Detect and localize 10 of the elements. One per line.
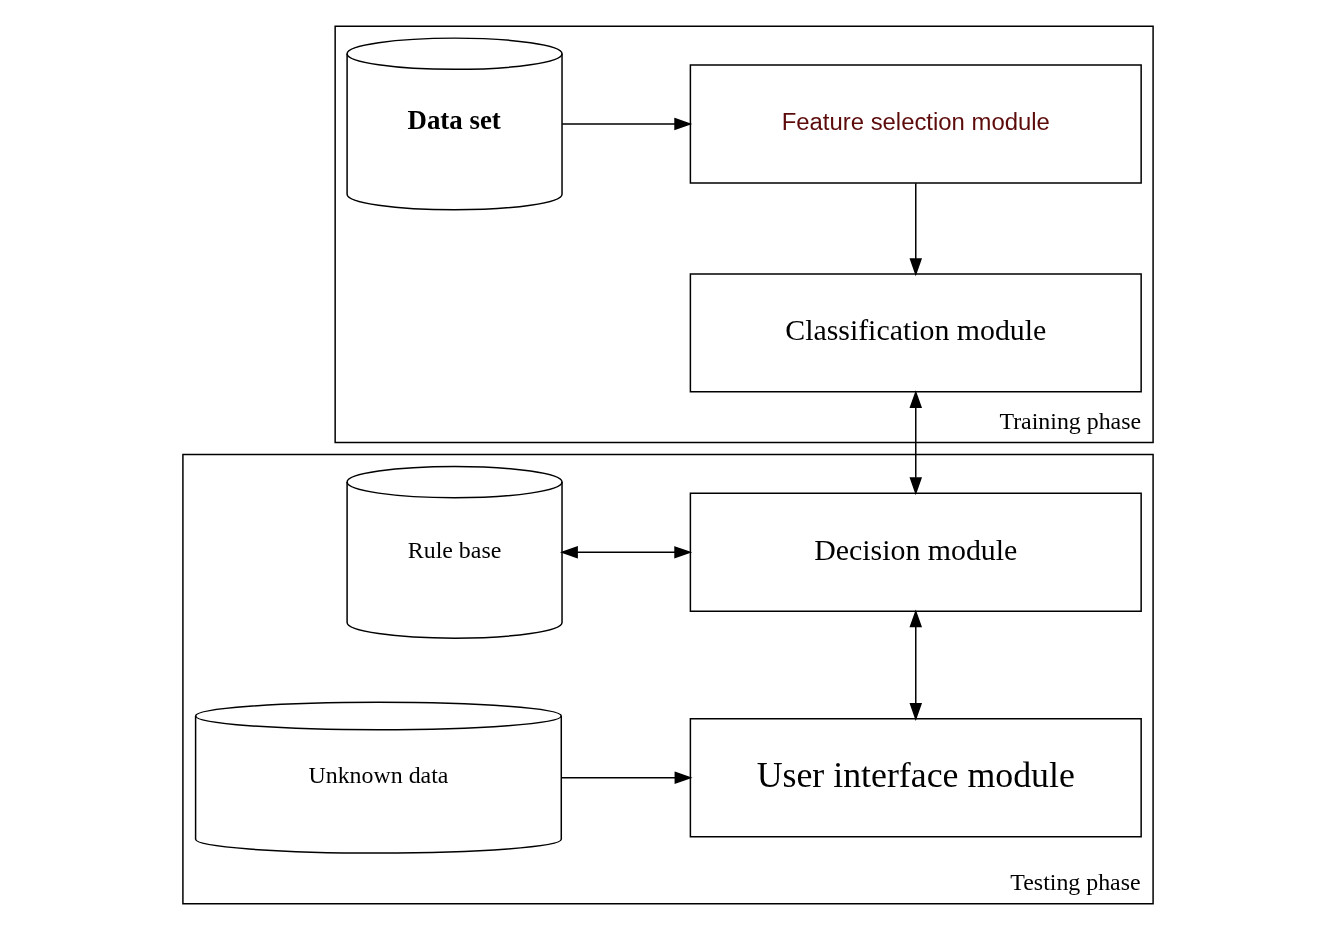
node-box: User interface module xyxy=(689,718,1142,838)
arrow xyxy=(909,390,922,496)
node-box: Feature selection module xyxy=(689,64,1142,184)
arrow xyxy=(909,609,922,721)
arrow xyxy=(560,117,692,131)
arrow xyxy=(559,546,692,559)
node-box: Classification module xyxy=(689,273,1142,393)
arrow xyxy=(909,182,922,277)
arrow xyxy=(560,771,692,784)
node-box: Decision module xyxy=(689,492,1142,612)
